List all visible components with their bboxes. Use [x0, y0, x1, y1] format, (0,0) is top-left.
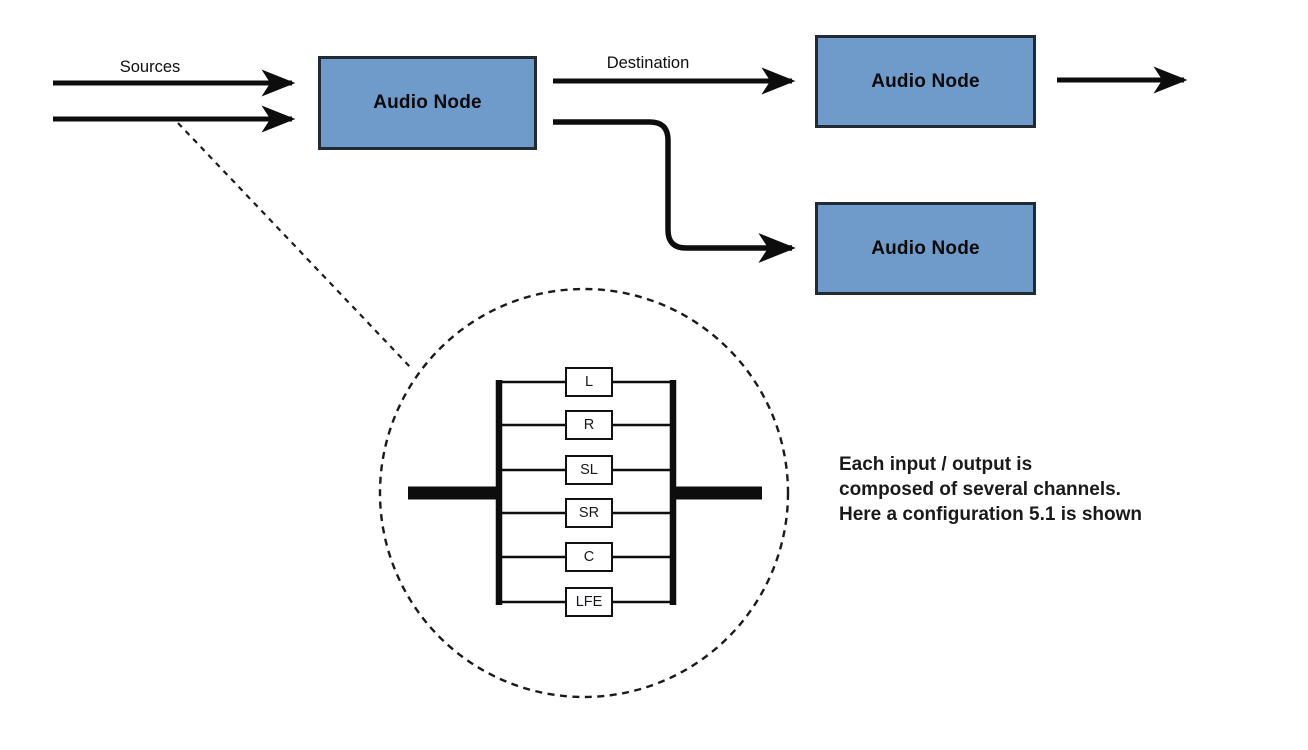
- channel-label: R: [583, 417, 595, 433]
- caption-line-2: composed of several channels.: [839, 479, 1121, 500]
- audio-node-2-label: Audio Node: [871, 70, 980, 92]
- channel-label: LFE: [575, 594, 603, 610]
- channel-label: SR: [578, 505, 600, 521]
- sources-label: Sources: [119, 58, 181, 76]
- channel-box-c: C: [565, 542, 613, 572]
- zoom-pointer-dashed-line: [177, 122, 413, 370]
- channel-box-sr: SR: [565, 498, 613, 528]
- destination-label: Destination: [606, 54, 690, 72]
- channel-box-l: L: [565, 367, 613, 397]
- audio-node-3-label: Audio Node: [871, 237, 980, 259]
- audio-node-3: Audio Node: [815, 202, 1036, 295]
- audio-node-1: Audio Node: [318, 56, 537, 150]
- caption-text: Each input / output is composed of sever…: [839, 452, 1142, 527]
- caption-line-3: Here a configuration 5.1 is shown: [839, 504, 1143, 525]
- node1-to-node3-connector-arrow: [553, 119, 796, 263]
- channel-label: C: [583, 549, 595, 565]
- channel-box-sl: SL: [565, 455, 613, 485]
- zoom-circle: [378, 287, 790, 699]
- channel-label: L: [584, 374, 594, 390]
- audio-node-1-label: Audio Node: [373, 92, 482, 113]
- audio-node-2: Audio Node: [815, 35, 1036, 128]
- channel-box-lfe: LFE: [565, 587, 613, 617]
- caption-line-1: Each input / output is: [839, 454, 1033, 475]
- channel-label: SL: [580, 462, 598, 478]
- channel-box-r: R: [565, 410, 613, 440]
